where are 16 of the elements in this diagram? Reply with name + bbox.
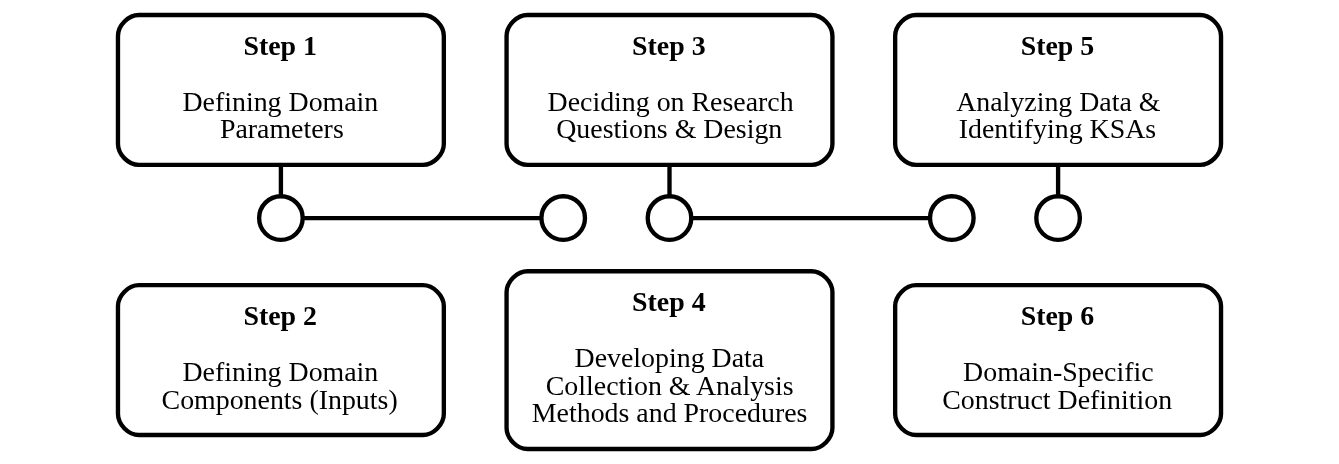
node-circle [927,194,976,242]
node-box: Step 4 Developing Data Collection & Analysis Methods and Procedures [504,269,835,452]
node-circle [645,194,694,242]
node-circle [1034,194,1083,242]
connector [278,164,284,197]
connector [667,164,672,197]
node-box: Step 3 Deciding on Research Questions & Design [504,12,835,168]
node-circle [539,194,588,242]
node-box: Step 6 Domain-Specific Construct Definition [893,282,1224,438]
connector [302,215,542,221]
node-circle [256,194,305,242]
connector [691,215,930,221]
connector [1055,164,1061,197]
node-box: Step 1 Defining Domain Parameters [115,12,446,168]
node-box: Step 2 Defining Domain Components (Inputs) [115,282,446,438]
node-box: Step 5 Analyzing Data & Identifying KSAs [893,12,1224,168]
